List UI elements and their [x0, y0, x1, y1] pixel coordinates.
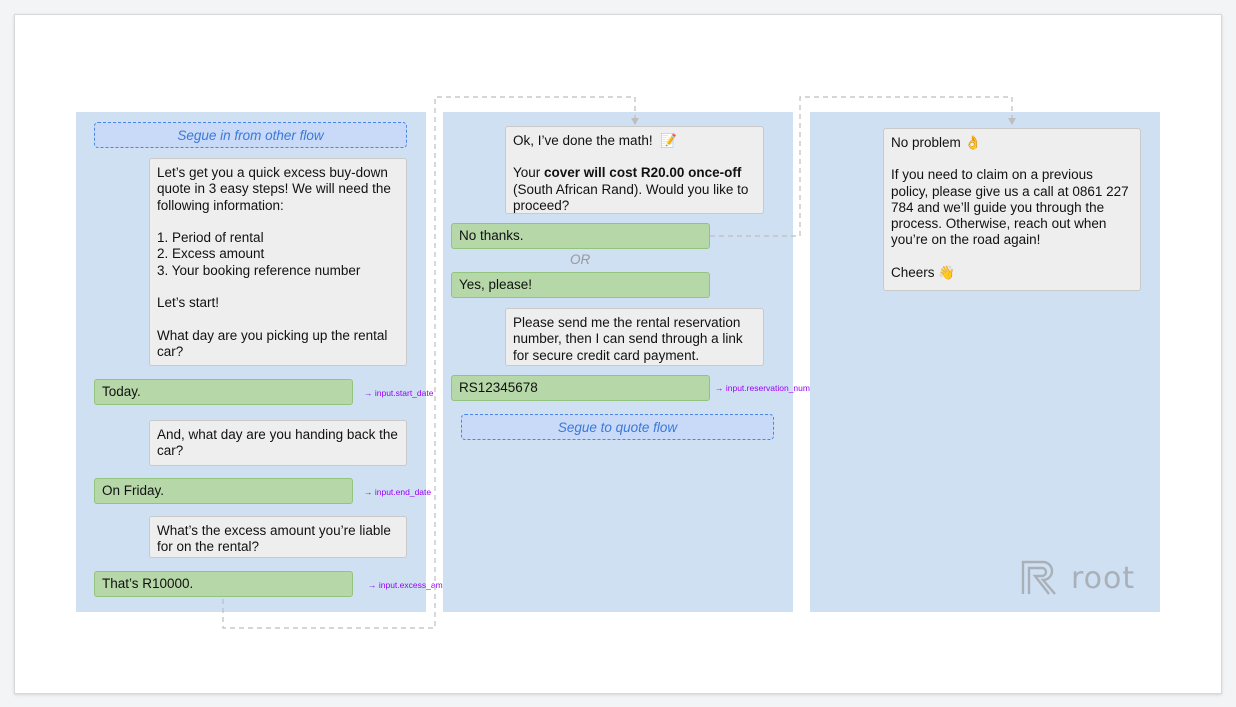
variable-tag-reservation: → input.reservation_number [715, 383, 823, 393]
cost-line: Your cover will cost R20.00 once-off (So… [513, 165, 749, 213]
variable-tag-excess: → input.excess_amount [368, 580, 460, 590]
bot-message-no-problem: No problem 👌 If you need to claim on a p… [883, 128, 1141, 291]
root-logo: root [1021, 560, 1135, 596]
no-problem-line: No problem 👌 [891, 135, 982, 150]
segue-in-box: Segue in from other flow [94, 122, 407, 148]
arrow-head-col3 [1008, 118, 1016, 125]
segue-out-box: Segue to quote flow [461, 414, 774, 440]
connector-col1-to-col2 [222, 96, 636, 629]
arrow-head-col2 [631, 118, 639, 125]
bot-message-end-date: And, what day are you handing back the c… [149, 420, 407, 466]
bot-message-intro: Let’s get you a quick excess buy-down qu… [149, 158, 407, 366]
user-reply-no-thanks: No thanks. [451, 223, 710, 249]
user-reply-excess: That’s R10000. [94, 571, 353, 597]
user-reply-end-date: On Friday. [94, 478, 353, 504]
claim-text: If you need to claim on a previous polic… [891, 167, 1129, 248]
variable-tag-start-date: → input.start_date [364, 388, 434, 398]
or-separator: OR [570, 252, 591, 267]
variable-tag-end-date: → input.end_date [364, 487, 432, 497]
bot-message-excess: What’s the excess amount you’re liable f… [149, 516, 407, 558]
user-reply-start-date: Today. [94, 379, 353, 405]
user-reply-yes: Yes, please! [451, 272, 710, 298]
logo-text: root [1071, 560, 1136, 596]
connector-col2-to-col3 [710, 96, 1013, 237]
bot-message-reservation: Please send me the rental reservation nu… [505, 308, 764, 366]
memo-icon: 📝 [660, 133, 677, 148]
user-reply-reservation: RS12345678 [451, 375, 710, 401]
root-logo-icon [1021, 560, 1056, 595]
cheers-line: Cheers 👋 [891, 264, 956, 280]
bot-message-quote: Ok, I’ve done the math! 📝 Your cover wil… [505, 126, 764, 214]
math-line: Ok, I’ve done the math! 📝 [513, 133, 677, 148]
